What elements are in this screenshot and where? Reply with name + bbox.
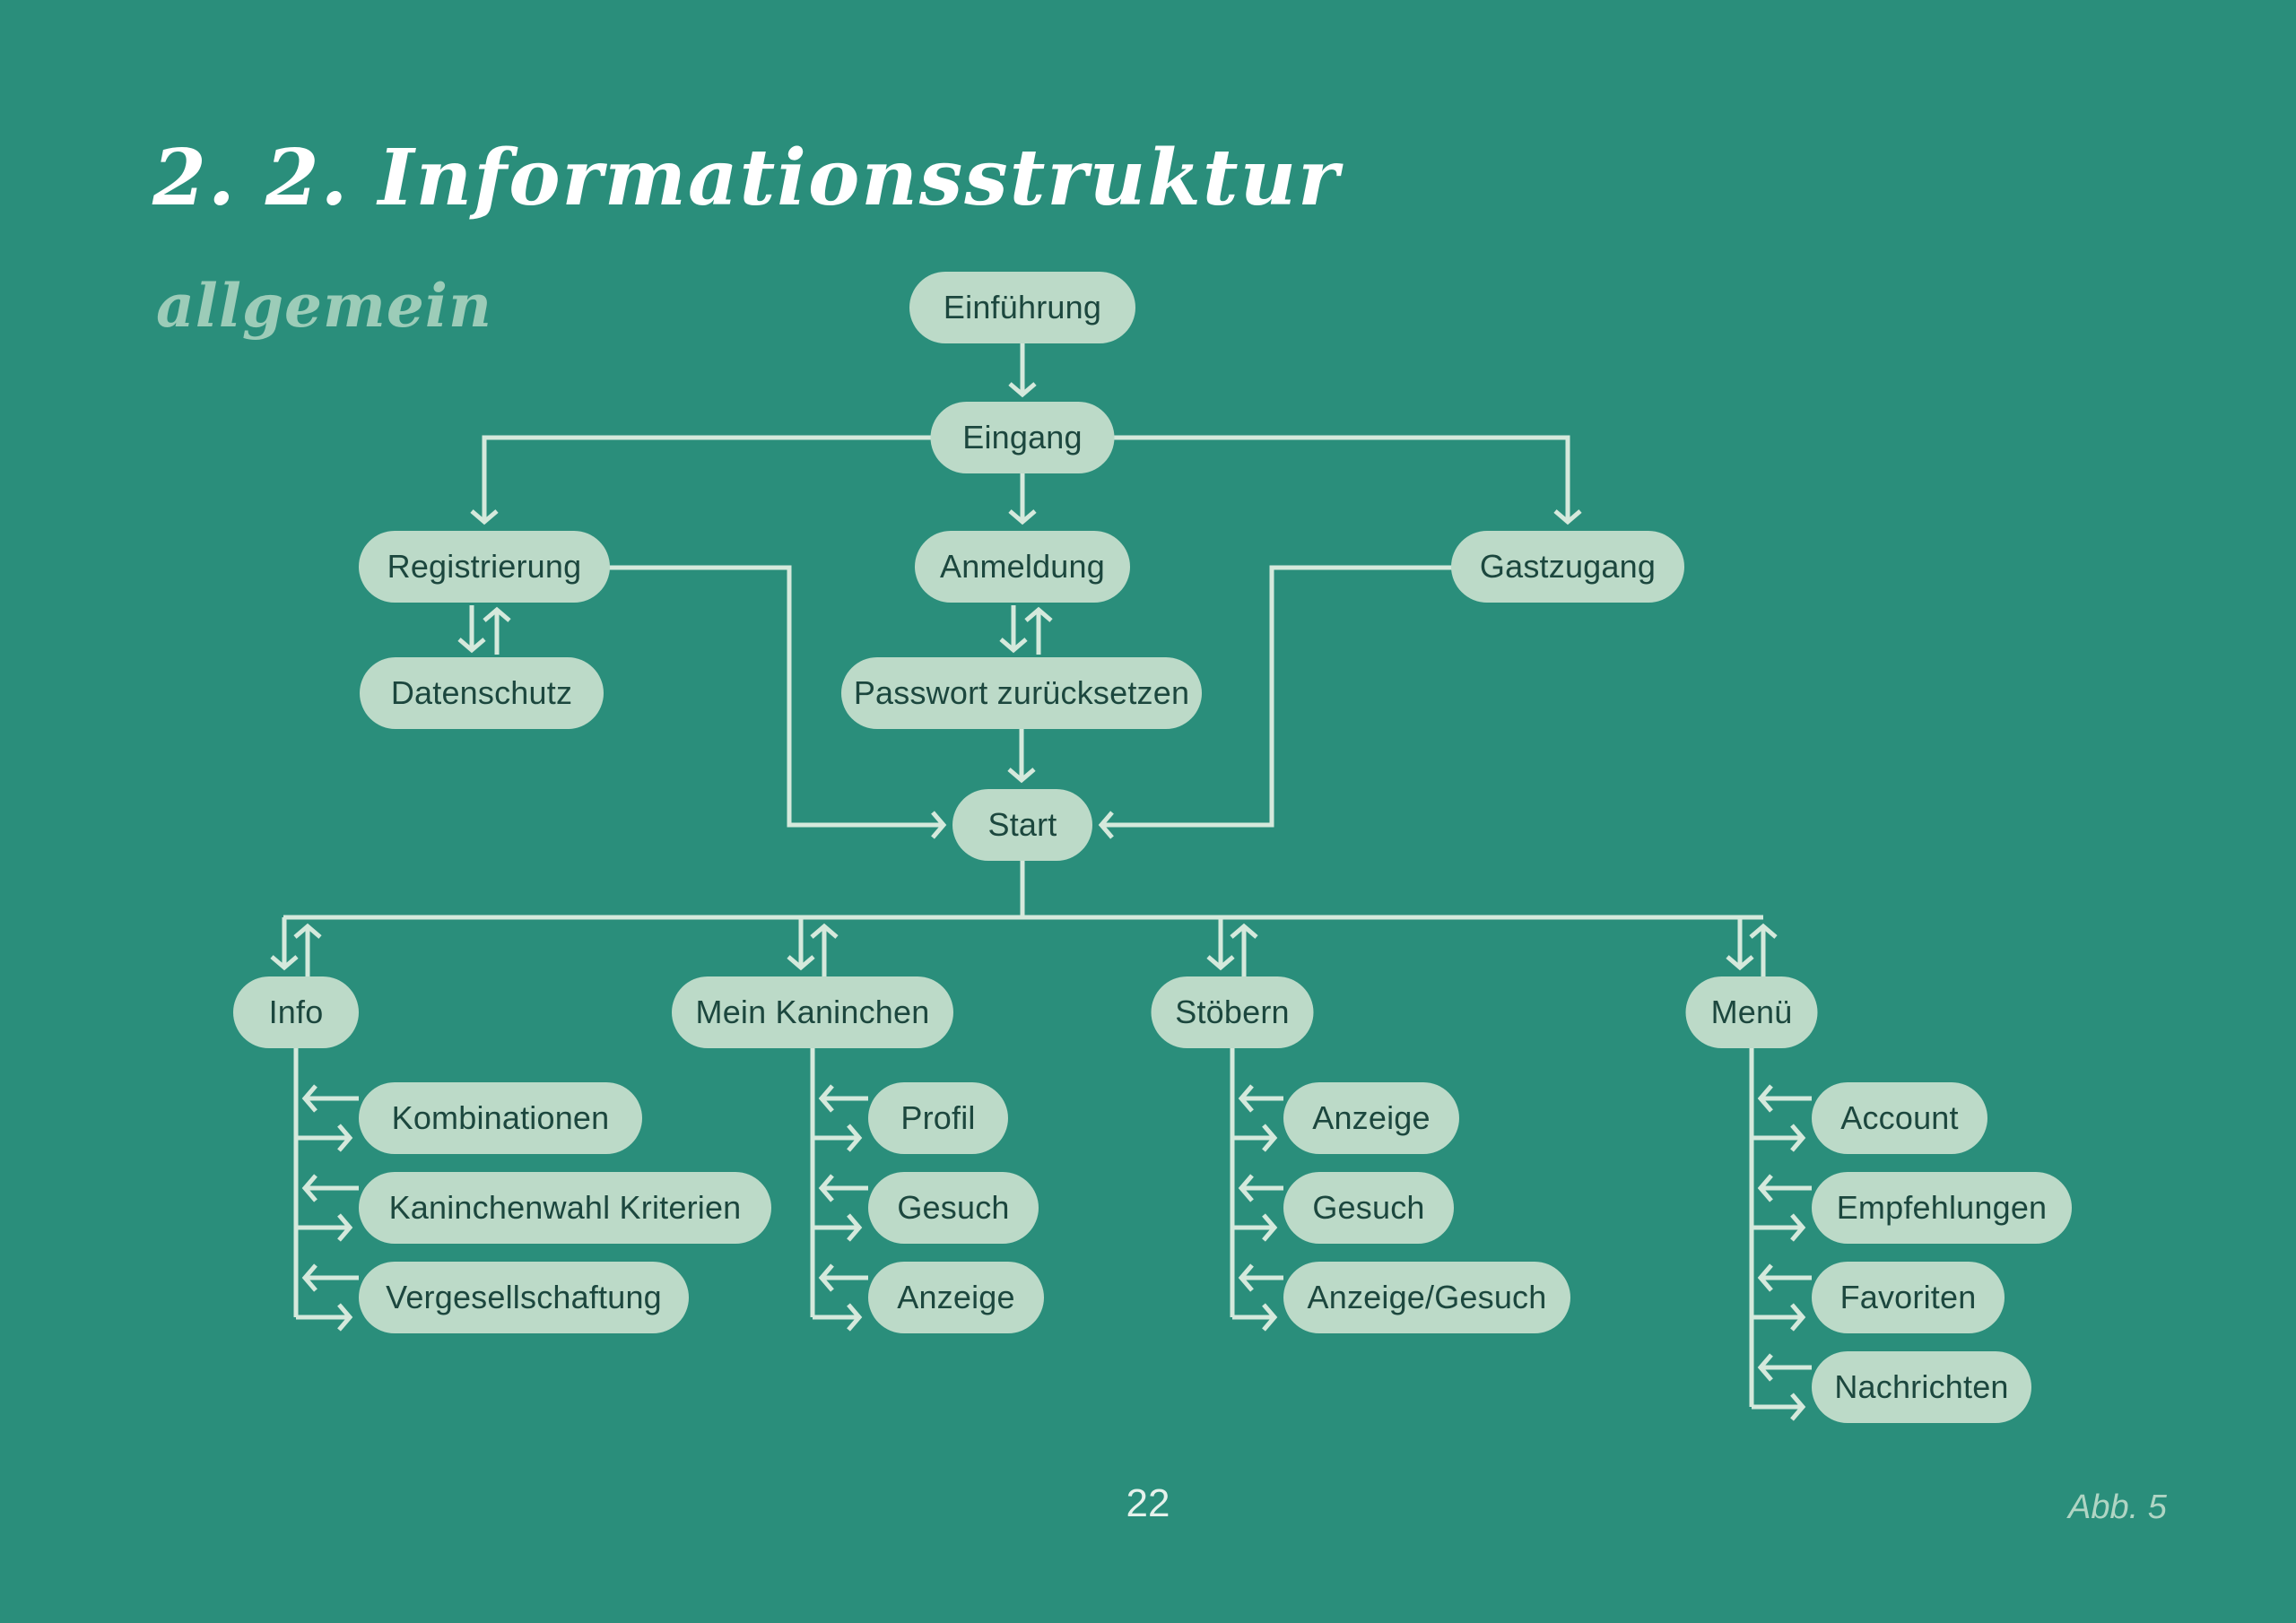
node-eingang: Eingang: [930, 402, 1115, 473]
node-info: Info: [233, 976, 359, 1048]
node-account: Account: [1812, 1082, 1987, 1154]
node-mein-kaninchen: Mein Kaninchen: [672, 976, 953, 1048]
node-kaninchenwahl-kriterien: Kaninchenwahl Kriterien: [359, 1172, 771, 1244]
page-number: 22: [1126, 1481, 1170, 1525]
node-gastzugang: Gastzugang: [1451, 531, 1684, 603]
node-anmeldung: Anmeldung: [915, 531, 1130, 603]
node-stoebern: Stöbern: [1151, 976, 1314, 1048]
node-vergesellschaftung: Vergesellschaftung: [359, 1262, 689, 1333]
node-menue: Menü: [1685, 976, 1818, 1048]
section-subtitle: allgemein: [156, 271, 492, 341]
node-datenschutz: Datenschutz: [360, 657, 604, 729]
node-anzeige-stoebern: Anzeige: [1283, 1082, 1459, 1154]
node-empfehlungen: Empfehlungen: [1812, 1172, 2072, 1244]
section-title: 2. 2. Informationsstruktur: [152, 133, 1341, 223]
figure-label: Abb. 5: [2068, 1488, 2167, 1526]
node-start: Start: [952, 789, 1092, 861]
arrow-eingang-registrierung: [470, 435, 933, 525]
node-einfuehrung: Einführung: [909, 272, 1135, 343]
node-passwort-zuruecksetzen: Passwort zurücksetzen: [841, 657, 1202, 729]
node-favoriten: Favoriten: [1812, 1262, 2005, 1333]
node-anzeige-gesuch: Anzeige/Gesuch: [1283, 1262, 1570, 1333]
node-profil: Profil: [868, 1082, 1008, 1154]
node-nachrichten: Nachrichten: [1812, 1351, 2031, 1423]
arrow-eingang-gastzugang: [1112, 435, 1582, 525]
node-gesuch-stoebern: Gesuch: [1283, 1172, 1454, 1244]
arrow-gastzugang-start: [1098, 565, 1453, 839]
node-kombinationen: Kombinationen: [359, 1082, 642, 1154]
node-anzeige-mein-kaninchen: Anzeige: [868, 1262, 1044, 1333]
node-registrierung: Registrierung: [359, 531, 610, 603]
node-gesuch-mein-kaninchen: Gesuch: [868, 1172, 1039, 1244]
arrow-registrierung-start: [608, 565, 947, 839]
